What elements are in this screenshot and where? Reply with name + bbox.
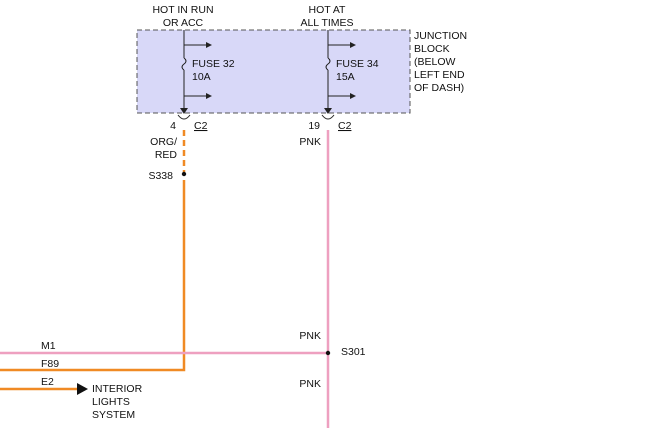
fuse-34-connector: C2 bbox=[338, 120, 352, 132]
hot-at-all-times-line1: HOT AT bbox=[309, 4, 347, 16]
interior-lights-line1: INTERIOR bbox=[92, 383, 143, 395]
s301-label: S301 bbox=[341, 346, 366, 358]
org-red-label-line2: RED bbox=[155, 149, 178, 161]
junction-block-label-line2: BLOCK bbox=[414, 43, 450, 55]
fuse-32-bus-arrow-top bbox=[206, 42, 212, 48]
e2-label: E2 bbox=[41, 376, 54, 388]
junction-block-label-line4: LEFT END bbox=[414, 69, 465, 81]
s301-splice-dot bbox=[325, 350, 331, 356]
fuse-34-pin: 19 bbox=[308, 120, 320, 132]
e2-destination-arrow bbox=[77, 383, 88, 395]
fuse-32: FUSE 32 10A bbox=[180, 30, 235, 114]
fuse-32-connector: C2 bbox=[194, 120, 208, 132]
junction-block-label-line3: (BELOW bbox=[414, 56, 456, 68]
f89-org-red-wire bbox=[0, 180, 186, 372]
fuse-32-bus-arrow-bottom bbox=[206, 93, 212, 99]
fuse-34-rating: 15A bbox=[336, 71, 355, 83]
org-red-label-line1: ORG/ bbox=[150, 136, 177, 148]
pnk-label-top: PNK bbox=[299, 136, 321, 148]
fuse-34-symbol bbox=[325, 57, 331, 71]
interior-lights-line2: LIGHTS bbox=[92, 396, 130, 408]
junction-block-box bbox=[136, 29, 411, 114]
fuse-34-bus-arrow-bottom bbox=[350, 93, 356, 99]
fuse-34-bus-arrow-top bbox=[350, 42, 356, 48]
s338-splice-dot bbox=[181, 171, 187, 177]
pnk-label-middle: PNK bbox=[299, 330, 321, 342]
fuse-32-connector-cup bbox=[177, 114, 191, 120]
fuse-32-pin: 4 bbox=[170, 120, 176, 132]
pnk-label-bottom: PNK bbox=[299, 378, 321, 390]
s338-label: S338 bbox=[148, 170, 173, 182]
junction-block-label-line5: OF DASH) bbox=[414, 82, 464, 94]
fuse-32-rating: 10A bbox=[192, 71, 211, 83]
junction-block-label-line1: JUNCTION bbox=[414, 30, 467, 42]
fuse-32-down-arrow bbox=[180, 108, 188, 114]
interior-lights-line3: SYSTEM bbox=[92, 409, 135, 421]
fuse-34-connector-cup bbox=[321, 114, 335, 120]
fuse-34-name: FUSE 34 bbox=[336, 58, 379, 70]
hot-in-run-line2: OR ACC bbox=[163, 17, 204, 29]
m1-label: M1 bbox=[41, 340, 56, 352]
fuse-34: FUSE 34 15A bbox=[324, 30, 379, 114]
fuse-34-down-arrow bbox=[324, 108, 332, 114]
f89-label: F89 bbox=[41, 358, 59, 370]
fuse-32-symbol bbox=[181, 57, 187, 71]
hot-in-run-line1: HOT IN RUN bbox=[152, 4, 213, 16]
hot-at-all-times-line2: ALL TIMES bbox=[300, 17, 353, 29]
fuse-32-name: FUSE 32 bbox=[192, 58, 235, 70]
